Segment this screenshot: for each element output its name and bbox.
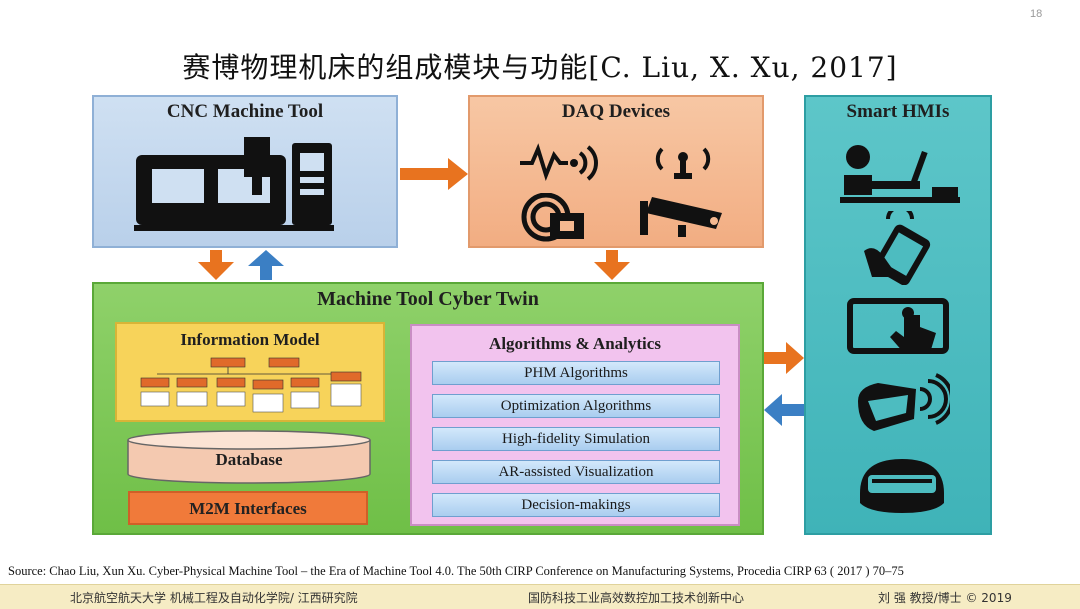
database-label: Database [215,450,283,469]
algo-item-ar-visualization: AR-assisted Visualization [432,460,720,484]
footer-left: 北京航空航天大学 机械工程及自动化学院/ 江西研究院 [70,591,358,605]
daq-panel-title: DAQ Devices [561,101,671,122]
sensor-wave-icon [520,143,598,181]
algo-item-phm: PHM Algorithms [432,361,720,385]
database-cylinder [127,430,371,484]
slide-number: 18 [1030,8,1043,20]
rfid-icon [521,193,584,242]
source-citation: Source: Chao Liu, Xun Xu. Cyber-Physical… [8,564,904,578]
arrow-cnc-to-daq [400,158,468,190]
algo-panel-title: Algorithms & Analytics [489,334,661,353]
cnc-panel-title: CNC Machine Tool [166,101,324,122]
person-desk-icon [840,145,960,203]
arrow-daq-to-twin [594,250,630,280]
footer-right: 刘 强 教授/博士 © 2019 [878,591,1012,605]
phone-hand-icon [864,211,931,285]
daq-devices-panel: DAQ Devices [468,95,764,248]
arrow-twin-to-cnc [248,250,284,280]
information-model-diagram [140,357,362,413]
footer-center: 国防科技工业高效数控加工技术创新中心 [528,591,745,605]
arrow-twin-to-hmi [764,342,804,374]
arrow-hmi-to-twin [764,394,804,426]
info-panel-title: Information Model [180,330,320,349]
hmi-panel-title: Smart HMIs [846,101,950,122]
twin-panel-title: Machine Tool Cyber Twin [317,288,539,310]
m2m-interfaces-box: M2M Interfaces [128,491,368,525]
antenna-icon [655,147,711,179]
ar-glasses-icon [858,373,950,431]
cnc-machine-icon [134,137,334,231]
slide-title: 赛博物理机床的组成模块与功能[C. Liu, X. Xu, 2017] [182,51,898,84]
algo-item-optimization: Optimization Algorithms [432,394,720,418]
smart-hmis-panel: Smart HMIs [804,95,992,535]
algo-item-decision: Decision-makings [432,493,720,517]
cnc-machine-tool-panel: CNC Machine Tool [92,95,398,248]
touchscreen-icon [847,298,949,354]
camera-icon [640,197,722,237]
algo-item-simulation: High-fidelity Simulation [432,427,720,451]
algorithms-analytics-panel: Algorithms & Analytics [410,324,740,526]
footer-bar: 北京航空航天大学 机械工程及自动化学院/ 江西研究院 国防科技工业高效数控加工技… [0,584,1080,609]
arrow-cnc-to-twin [198,250,234,280]
vr-headset-icon [860,459,944,513]
information-model-panel: Information Model [115,322,385,422]
m2m-label: M2M Interfaces [189,499,307,518]
